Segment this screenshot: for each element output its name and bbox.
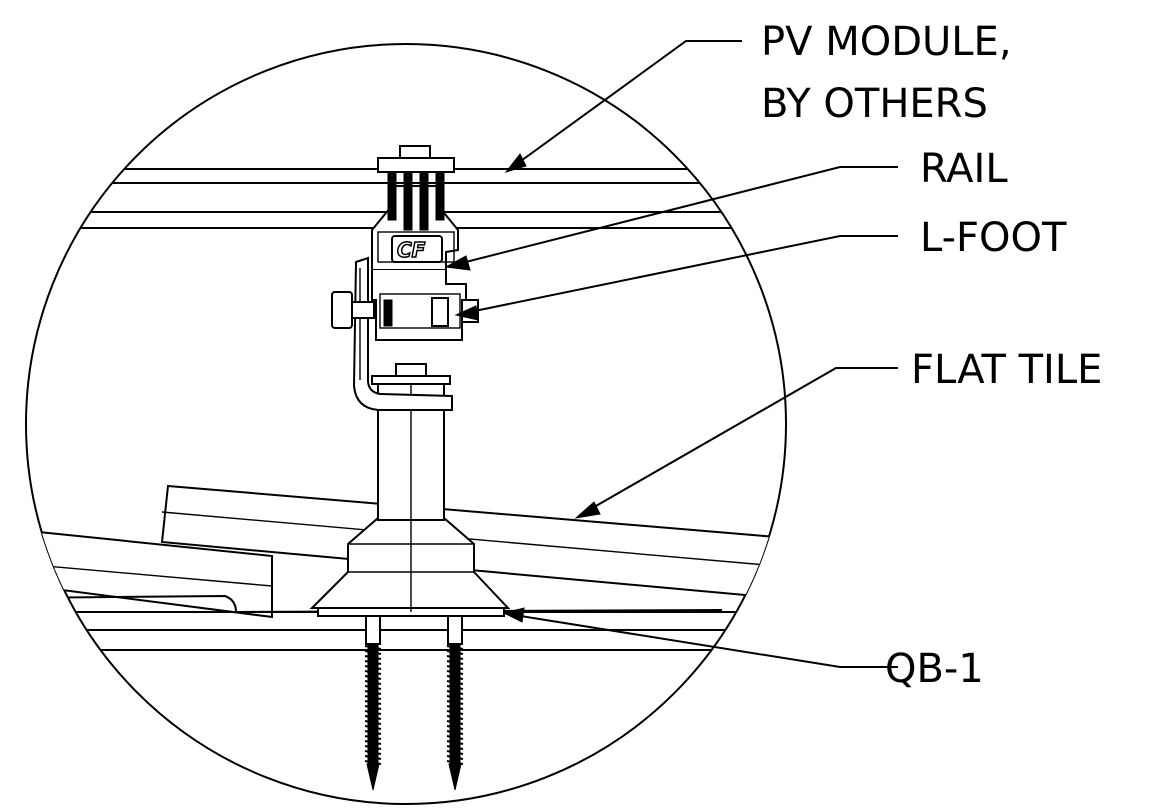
flat-tile-label: FLAT TILE xyxy=(911,347,1102,393)
pv-module-rail-lines xyxy=(26,168,786,229)
qb1-label: QB-1 xyxy=(885,646,984,692)
l-foot-label: L-FOOT xyxy=(920,215,1067,261)
detail-circle xyxy=(25,43,787,805)
lag-screws xyxy=(364,615,464,791)
cf-logo: CF xyxy=(391,235,443,263)
leader-qb1 xyxy=(502,607,898,668)
leader-l-foot xyxy=(454,235,898,321)
cf-logo-text: CF xyxy=(397,238,426,262)
flat-tile xyxy=(160,484,786,602)
leader-pv-module xyxy=(504,40,742,173)
module-clamp xyxy=(377,145,455,231)
leader-rail xyxy=(444,166,898,271)
l-foot xyxy=(352,256,453,411)
pv-module-label-line1: PV MODULE, xyxy=(761,19,1012,65)
rail-label: RAIL xyxy=(920,146,1008,192)
leader-flat-tile xyxy=(574,367,898,519)
pv-module-label-line2: BY OTHERS xyxy=(761,81,988,127)
